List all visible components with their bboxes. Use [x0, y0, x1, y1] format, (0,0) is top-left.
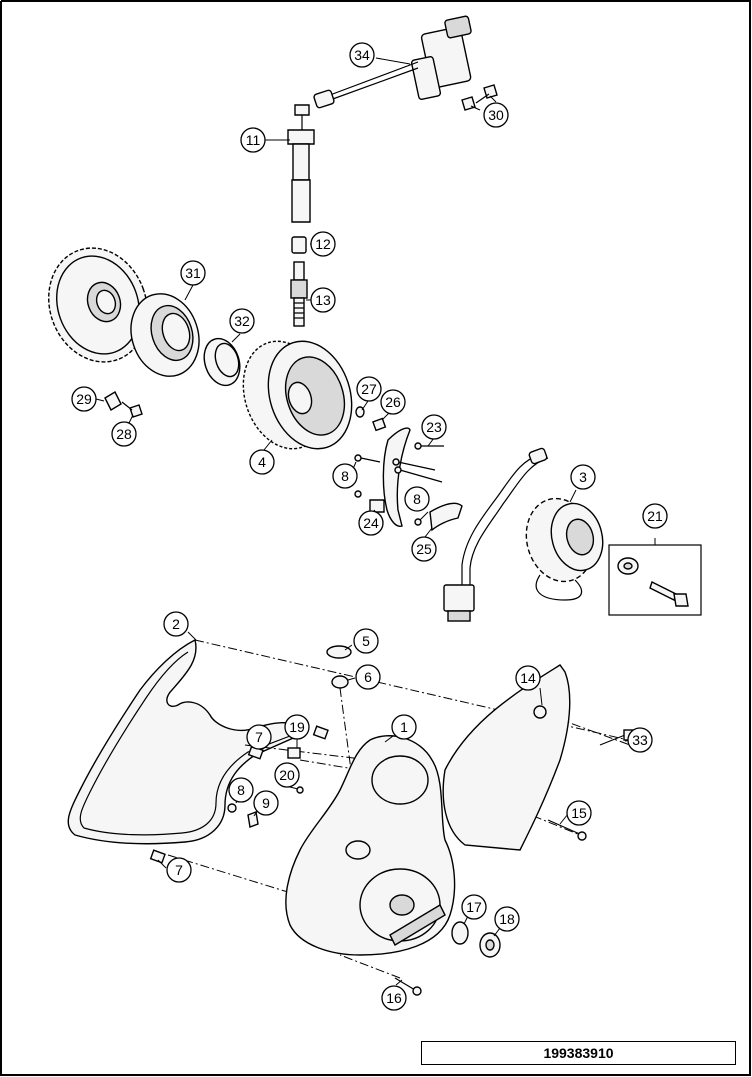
callout-7-lower: 7	[166, 857, 192, 883]
svg-text:24: 24	[363, 515, 379, 531]
flywheel-rotor	[242, 340, 353, 450]
callout-11: 11	[240, 127, 266, 153]
svg-text:5: 5	[362, 633, 370, 649]
callout-1: 1	[391, 714, 417, 740]
callout-3: 3	[570, 464, 596, 490]
svg-text:26: 26	[385, 394, 401, 410]
spark-plug	[290, 261, 308, 327]
callout-6: 6	[355, 664, 381, 690]
spark-plug-connector	[287, 104, 315, 223]
svg-text:25: 25	[416, 541, 432, 557]
svg-text:8: 8	[413, 491, 421, 507]
callout-7-upper: 7	[246, 724, 272, 750]
svg-text:19: 19	[289, 719, 305, 735]
guide-bolts	[354, 442, 444, 526]
stator	[443, 447, 604, 622]
callout-4: 4	[249, 449, 275, 475]
svg-text:30: 30	[488, 107, 504, 123]
svg-text:1: 1	[400, 719, 408, 735]
svg-text:8: 8	[237, 782, 245, 798]
washer-bolt-kit	[608, 538, 702, 616]
starter-gear	[48, 247, 148, 363]
svg-text:32: 32	[234, 313, 250, 329]
callout-30: 30	[483, 102, 509, 128]
svg-text:18: 18	[499, 911, 515, 927]
coil-bolts	[461, 84, 498, 111]
callout-17: 17	[461, 894, 487, 920]
svg-text:12: 12	[315, 236, 331, 252]
svg-text:28: 28	[116, 426, 132, 442]
svg-text:4: 4	[258, 454, 266, 470]
callout-8-cover: 8	[228, 777, 254, 803]
diagram-frame-lower	[0, 730, 751, 1076]
callout-21: 21	[642, 503, 668, 529]
freewheel	[130, 293, 200, 377]
svg-text:31: 31	[185, 265, 201, 281]
callout-18: 18	[494, 906, 520, 932]
diagram-number: 199383910	[543, 1045, 614, 1061]
cable-guides	[369, 427, 463, 532]
callout-34: 34	[349, 42, 375, 68]
sprocket-cover	[442, 664, 571, 851]
cap-o-ring	[331, 675, 349, 689]
callout-33: 33	[627, 727, 653, 753]
svg-text:7: 7	[175, 862, 183, 878]
plug-seal	[291, 236, 307, 254]
needle-bearing	[203, 337, 241, 387]
svg-text:2: 2	[172, 616, 180, 632]
svg-text:15: 15	[571, 805, 587, 821]
callout-16: 16	[381, 985, 407, 1011]
callout-23: 23	[421, 414, 447, 440]
svg-text:34: 34	[354, 47, 370, 63]
callout-29: 29	[71, 386, 97, 412]
svg-text:13: 13	[315, 292, 331, 308]
svg-text:27: 27	[361, 381, 377, 397]
callout-13: 13	[310, 287, 336, 313]
ignition-cover	[285, 735, 456, 956]
svg-text:29: 29	[76, 391, 92, 407]
svg-text:16: 16	[386, 990, 402, 1006]
diagram-number-box: 199383910	[421, 1041, 736, 1065]
callout-19: 19	[284, 714, 310, 740]
callout-25: 25	[411, 536, 437, 562]
callout-5: 5	[353, 628, 379, 654]
callout-26: 26	[380, 389, 406, 415]
callout-24: 24	[358, 510, 384, 536]
cable-holder	[104, 391, 122, 411]
svg-text:14: 14	[520, 670, 536, 686]
callout-12: 12	[310, 231, 336, 257]
cover-gasket	[67, 638, 301, 845]
svg-text:33: 33	[632, 732, 648, 748]
callout-31: 31	[180, 260, 206, 286]
rotor-nut	[355, 406, 387, 432]
svg-text:20: 20	[279, 767, 295, 783]
callout-14: 14	[515, 665, 541, 691]
svg-text:7: 7	[255, 729, 263, 745]
svg-text:17: 17	[466, 899, 482, 915]
callout-15: 15	[566, 800, 592, 826]
inspection-cap	[326, 645, 352, 659]
callout-20: 20	[274, 762, 300, 788]
holder-screw	[129, 404, 143, 418]
svg-text:11: 11	[246, 132, 261, 148]
svg-text:8: 8	[341, 468, 349, 484]
callout-28: 28	[111, 421, 137, 447]
shaft-seal	[451, 921, 469, 945]
svg-text:23: 23	[426, 419, 442, 435]
callout-8-rotor: 8	[332, 463, 358, 489]
callout-9: 9	[253, 790, 279, 816]
svg-text:6: 6	[364, 669, 372, 685]
callout-27: 27	[356, 376, 382, 402]
callout-8-guide: 8	[404, 486, 430, 512]
ignition-coil	[313, 15, 472, 109]
svg-text:3: 3	[579, 469, 587, 485]
callout-2: 2	[163, 611, 189, 637]
svg-text:9: 9	[262, 795, 270, 811]
diagram-frame	[0, 0, 751, 730]
svg-text:21: 21	[647, 508, 663, 524]
callout-32: 32	[229, 308, 255, 334]
